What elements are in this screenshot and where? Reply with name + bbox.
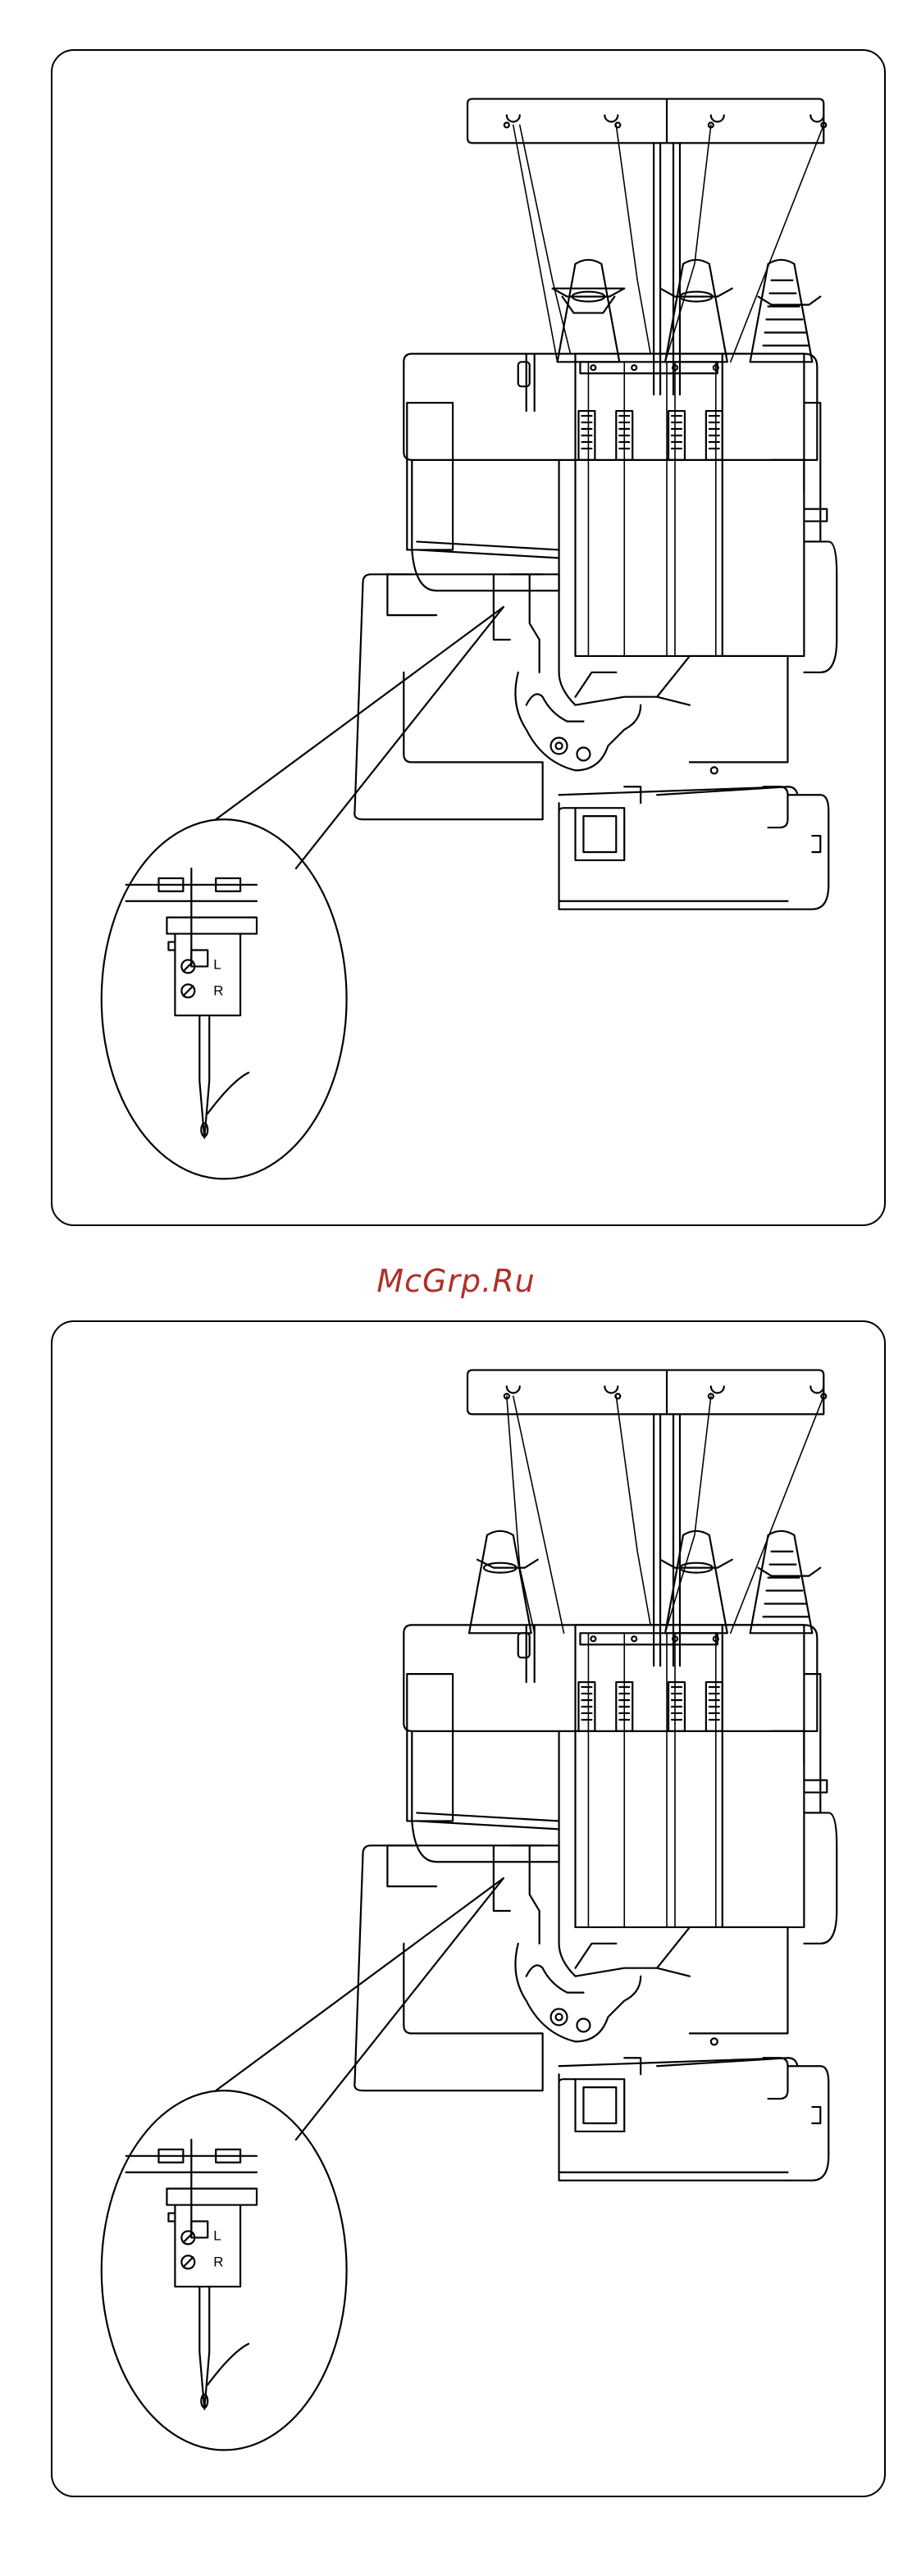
chip-cover [559, 786, 829, 909]
needle-detail [102, 819, 347, 1179]
detail-label-left: L [213, 2227, 221, 2243]
callout-lines [216, 607, 504, 869]
threads-upper [507, 1396, 823, 1633]
callout-lines [216, 1878, 504, 2140]
needle-detail [102, 2090, 347, 2450]
chip-cover [559, 2058, 829, 2180]
serger-body [404, 353, 837, 672]
threads-tension [588, 362, 715, 656]
serger-threading-diagram: L R [52, 1322, 884, 2496]
detail-label-left: L [213, 956, 221, 972]
threads-upper [513, 125, 824, 362]
watermark-text: McGrp.Ru [0, 1263, 912, 1299]
thread-guide-bar [467, 1370, 826, 1415]
thread-cones [553, 260, 828, 542]
thread-cones [469, 1531, 827, 1813]
serger-body [404, 1625, 837, 1943]
illustration-panel-bottom: L R [51, 1320, 886, 2497]
thread-guide-bar [467, 99, 826, 144]
serger-threading-diagram: L R [52, 51, 884, 1224]
illustration-panel-top: L R [51, 49, 886, 1226]
threads-tension [588, 1633, 715, 1927]
detail-label-right: R [213, 983, 223, 998]
detail-label-right: R [213, 2254, 223, 2269]
